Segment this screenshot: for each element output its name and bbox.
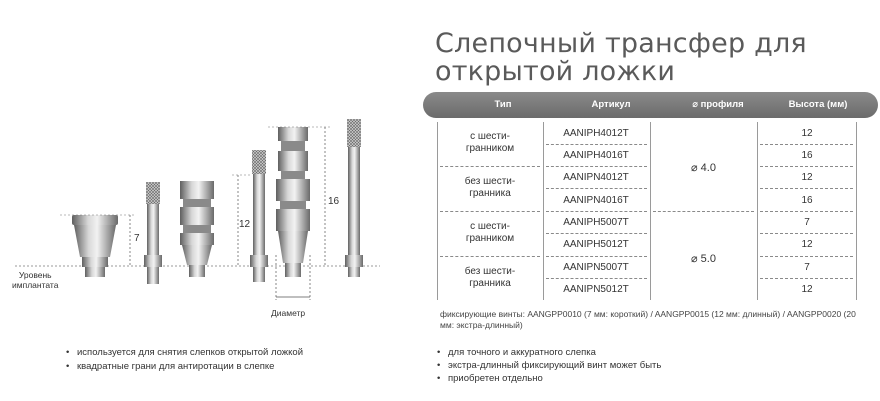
page-title: Слепочный трансфер для открытой ложки [435, 30, 807, 86]
fixing-screws-note: фиксирующие винты: AANGPP0010 (7 мм: кор… [440, 309, 856, 330]
type-cell: с шести- гранником [465, 221, 515, 244]
header-article: Артикул [591, 99, 631, 110]
row-divider [440, 166, 540, 167]
height-cell: 12 [801, 172, 813, 183]
dimension-label-16: 16 [328, 196, 340, 207]
screw-component-long [345, 119, 363, 277]
profile-cell: ⌀ 4.0 [691, 162, 716, 174]
list-item: приобретен отдельно [437, 372, 817, 385]
row-divider [440, 256, 540, 257]
dimension-label-7: 7 [134, 233, 140, 244]
screw-component-short [144, 182, 162, 284]
list-item: экстра-длинный фиксирующий винт может бы… [437, 359, 817, 372]
table-border-left [437, 122, 438, 300]
height-cell: 12 [801, 128, 813, 139]
row-divider [546, 256, 647, 257]
transfer-component-3 [180, 181, 214, 277]
title-line-2: открытой ложки [435, 56, 676, 87]
diameter-label: Диаметр [271, 308, 306, 318]
profile-cell: ⌀ 5.0 [691, 253, 716, 265]
table-sep-2 [650, 122, 651, 300]
height-cell: 12 [801, 284, 813, 295]
row-divider [546, 211, 647, 212]
title-line-1: Слепочный трансфер для [435, 28, 807, 59]
table-sep-3 [757, 122, 758, 300]
header-type: Тип [494, 99, 512, 110]
header-profile: ⌀ профиля [692, 99, 744, 110]
transfer-component-5 [276, 127, 310, 277]
article-cell: AANIPN5007T [563, 262, 629, 273]
row-divider [760, 144, 853, 145]
row-divider [760, 188, 853, 189]
list-item: используется для снятия слепков открытой… [66, 346, 406, 360]
dimension-label-12: 12 [239, 219, 251, 230]
article-cell: AANIPH5012T [563, 239, 629, 250]
implant-level-label: Уровень имплантата [12, 270, 59, 290]
row-divider [546, 144, 647, 145]
row-divider [653, 211, 754, 212]
row-divider [546, 166, 647, 167]
row-divider [546, 188, 647, 189]
feature-list-left: используется для снятия слепков открытой… [66, 346, 406, 374]
type-cell: без шести- гранника [464, 176, 516, 199]
height-cell: 16 [801, 150, 813, 161]
transfer-illustration [15, 119, 380, 300]
row-divider [760, 211, 853, 212]
list-item: квадратные грани для антиротации в слепк… [66, 360, 406, 374]
table-border-right [856, 122, 857, 300]
row-divider [760, 278, 853, 279]
row-divider [760, 256, 853, 257]
type-cell: без шести- гранника [464, 266, 516, 289]
row-divider [760, 233, 853, 234]
header-height: Высота (мм) [788, 99, 848, 110]
feature-list-right: для точного и аккуратного слепка экстра-… [437, 346, 817, 385]
table-sep-1 [543, 122, 544, 300]
article-cell: AANIPN5012T [563, 284, 629, 295]
transfer-component-1 [72, 215, 118, 277]
height-cell: 16 [801, 195, 813, 206]
screw-component-medium [250, 150, 268, 282]
article-cell: AANIPN4012T [563, 172, 629, 183]
row-divider [546, 278, 647, 279]
table-header: Тип Артикул ⌀ профиля Высота (мм) [423, 92, 878, 118]
article-cell: AANIPH5007T [563, 217, 629, 228]
list-item: для точного и аккуратного слепка [437, 346, 817, 359]
row-divider [546, 233, 647, 234]
height-cell: 12 [801, 239, 813, 250]
article-cell: AANIPH4012T [563, 128, 629, 139]
article-cell: AANIPN4016T [563, 195, 629, 206]
height-cell: 7 [804, 262, 810, 273]
row-divider [440, 211, 540, 212]
type-cell: с шести- гранником [465, 131, 515, 154]
height-cell: 7 [804, 217, 810, 228]
row-divider [760, 166, 853, 167]
article-cell: AANIPH4016T [563, 150, 629, 161]
